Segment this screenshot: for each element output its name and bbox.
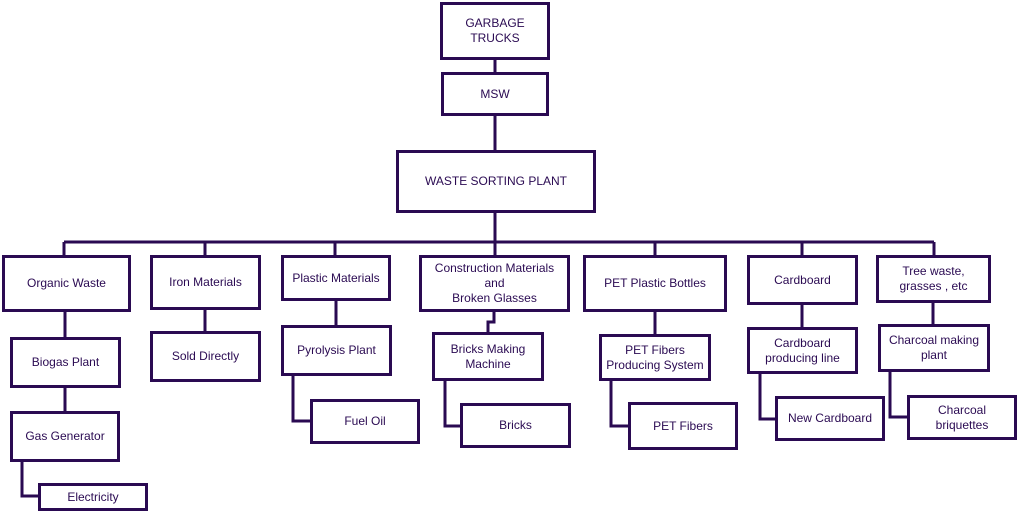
connector-pyrolysis-fueloil bbox=[291, 376, 310, 423]
connector-charcoal-briquettes bbox=[888, 372, 907, 419]
node-pet-fibers: PET Fibers bbox=[628, 402, 738, 450]
node-gas-generator: Gas Generator bbox=[10, 411, 120, 462]
node-pet-fibers-system: PET Fibers Producing System bbox=[599, 334, 711, 381]
node-biogas-plant: Biogas Plant bbox=[10, 337, 121, 388]
connector-generator-electricity bbox=[20, 462, 38, 498]
node-bricks: Bricks bbox=[460, 403, 571, 448]
node-cardboard-producing-line: Cardboard producing line bbox=[747, 327, 858, 374]
node-fuel-oil: Fuel Oil bbox=[310, 399, 420, 444]
node-charcoal-briquettes: Charcoal briquettes bbox=[907, 395, 1017, 440]
connector-line-newcardboard bbox=[758, 374, 775, 421]
node-new-cardboard: New Cardboard bbox=[775, 396, 885, 441]
node-pyrolysis-plant: Pyrolysis Plant bbox=[281, 325, 392, 376]
node-msw: MSW bbox=[441, 72, 549, 116]
node-organic-waste: Organic Waste bbox=[2, 255, 131, 312]
node-bricks-making-machine: Bricks Making Machine bbox=[432, 332, 544, 381]
node-pet-plastic-bottles: PET Plastic Bottles bbox=[583, 255, 727, 312]
node-sold-directly: Sold Directly bbox=[150, 331, 261, 382]
node-iron-materials: Iron Materials bbox=[150, 255, 261, 310]
connector-system-fibers bbox=[609, 381, 628, 428]
node-cardboard: Cardboard bbox=[747, 255, 858, 305]
node-garbage-trucks: GARBAGE TRUCKS bbox=[440, 2, 550, 60]
node-construction-materials: Construction Materials and Broken Glasse… bbox=[419, 255, 570, 312]
connector-construction-bricksmachine bbox=[486, 312, 496, 332]
connector-bricksmachine-bricks bbox=[443, 381, 460, 428]
node-charcoal-making-plant: Charcoal making plant bbox=[878, 324, 990, 372]
node-waste-sorting-plant: WASTE SORTING PLANT bbox=[396, 150, 596, 213]
node-electricity: Electricity bbox=[38, 483, 148, 511]
node-tree-waste: Tree waste, grasses , etc bbox=[876, 255, 991, 303]
node-plastic-materials: Plastic Materials bbox=[281, 255, 391, 301]
